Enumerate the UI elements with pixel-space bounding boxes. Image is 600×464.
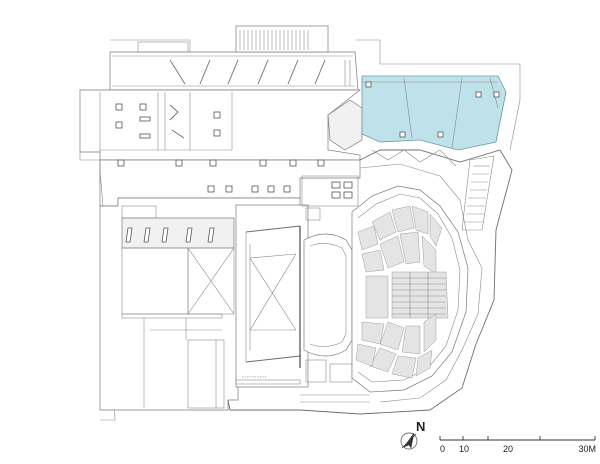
scale-bar: 0 10 20 30M [439, 436, 596, 454]
scale-tick-0: 0 [440, 444, 445, 454]
stage: ▫ ▫ ▫ ▫ ▫ ▫ ▫ ▫ ▫ ▫ [235, 204, 309, 388]
scale-tick-10: 10 [459, 444, 469, 454]
svg-text:▫ ▫ ▫ ▫ ▫ ▫ ▫ ▫ ▫ ▫: ▫ ▫ ▫ ▫ ▫ ▫ ▫ ▫ ▫ ▫ [242, 374, 267, 379]
auditorium [351, 185, 469, 393]
orchestra-pit [301, 175, 359, 383]
north-arrow: N [400, 419, 425, 450]
glazed-foyer [361, 75, 507, 151]
scale-tick-20: 20 [503, 444, 513, 454]
north-label: N [416, 419, 425, 434]
scale-tick-30m: 30M [578, 444, 596, 454]
loading-dock [235, 25, 329, 53]
building-envelope [227, 39, 521, 415]
backstage-wing [109, 39, 359, 91]
administration-block [79, 89, 363, 185]
